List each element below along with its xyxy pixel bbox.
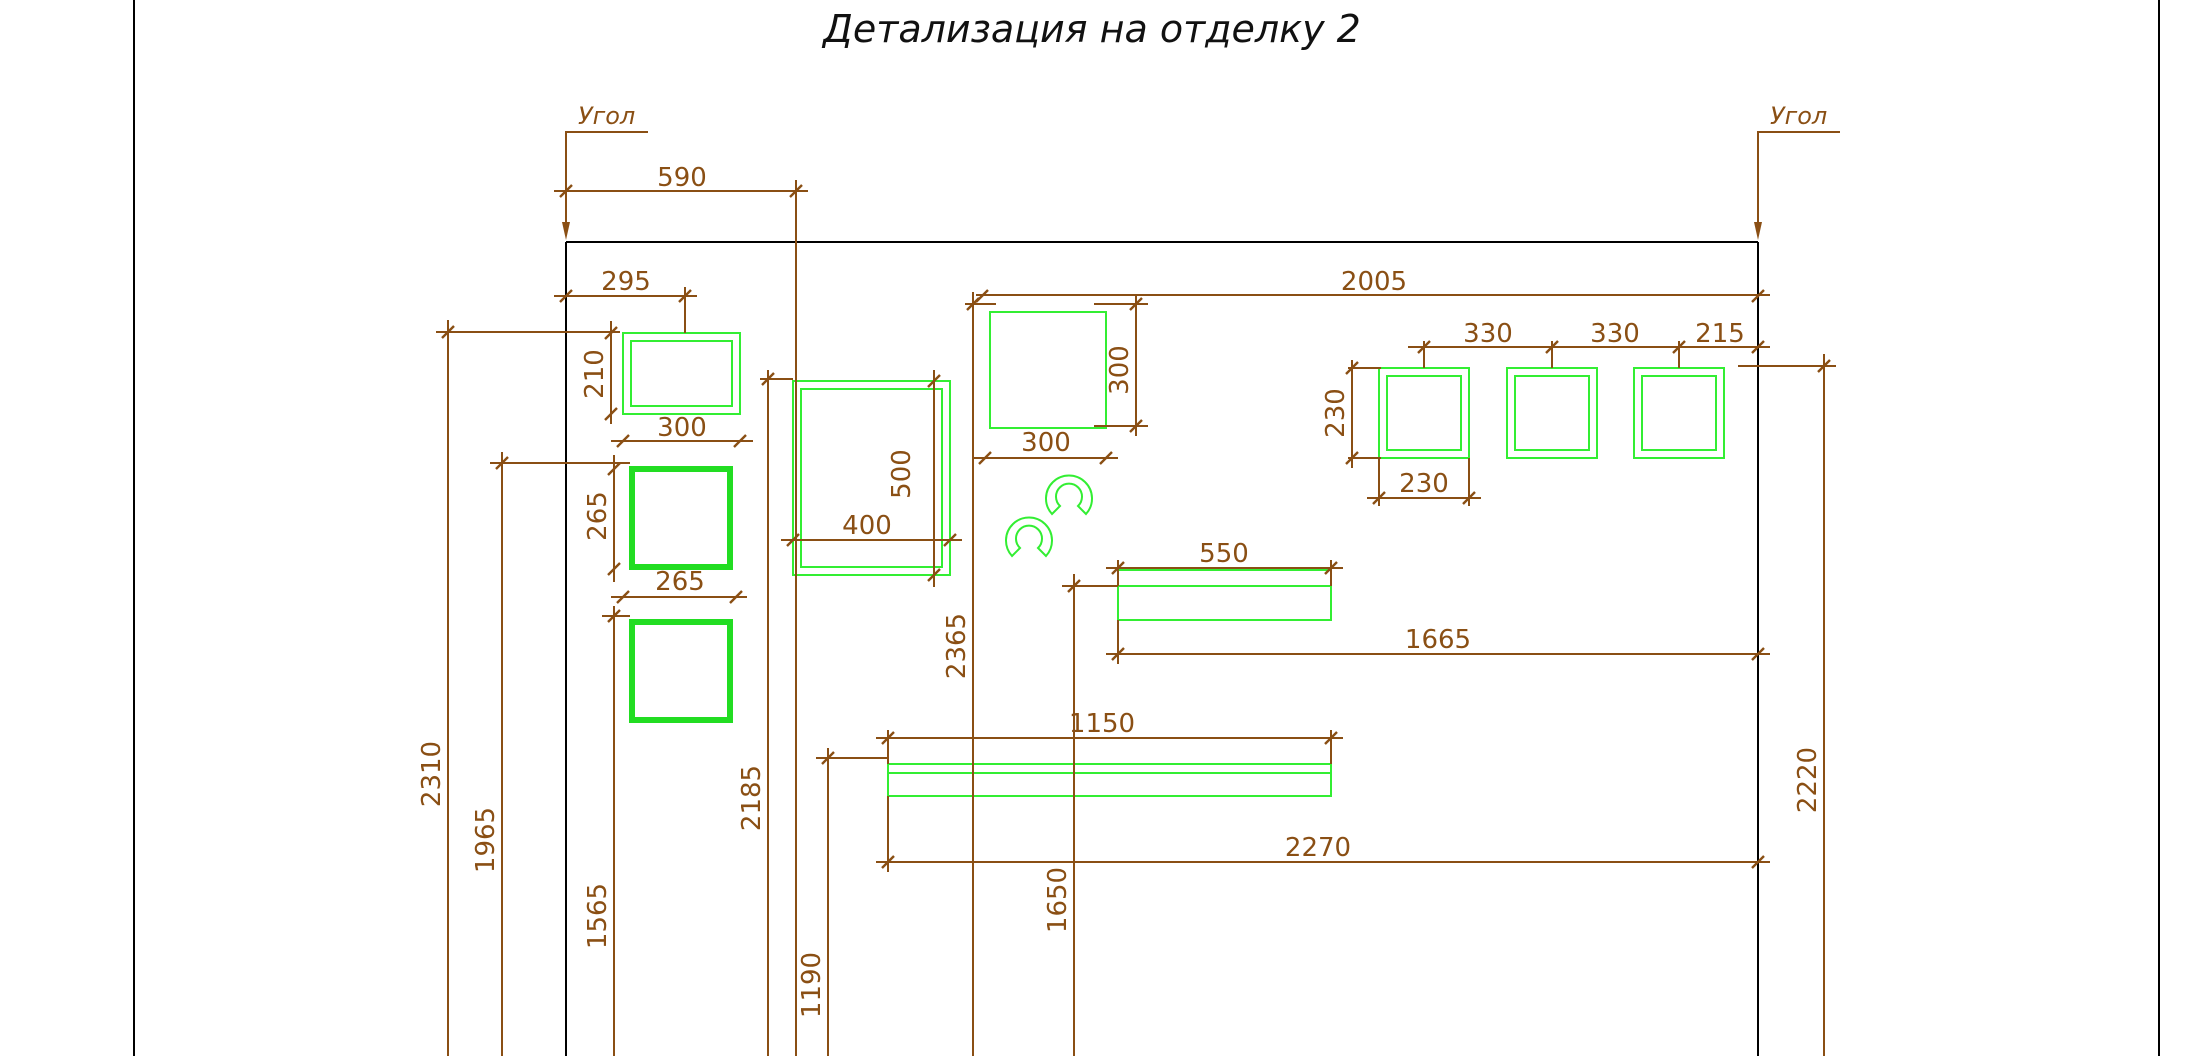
svg-text:590: 590 <box>657 163 707 193</box>
dim-1650: 1650 <box>1043 574 1118 1056</box>
svg-text:265: 265 <box>583 491 613 541</box>
svg-text:1565: 1565 <box>583 883 613 949</box>
svg-text:300: 300 <box>1021 428 1071 458</box>
dim-1665: 1665 <box>1106 620 1770 664</box>
corner-label-left: Угол <box>578 102 635 130</box>
svg-text:1665: 1665 <box>1405 625 1471 655</box>
svg-text:2365: 2365 <box>942 613 972 679</box>
svg-text:2220: 2220 <box>1793 747 1823 813</box>
svg-text:2005: 2005 <box>1341 267 1407 297</box>
horseshoe-icon <box>1005 474 1093 558</box>
corner-leader-right: Угол <box>1754 102 1840 240</box>
dim-400: 400 <box>781 511 962 547</box>
picture-frame-bold-1 <box>629 466 733 570</box>
dim-2185: 2185 <box>737 370 793 1056</box>
svg-text:1150: 1150 <box>1069 709 1135 739</box>
svg-text:230: 230 <box>1399 469 1449 499</box>
small-frame-2 <box>1506 367 1598 459</box>
dim-550: 550 <box>1106 539 1343 586</box>
small-frame-3 <box>1633 367 1725 459</box>
dim-265-horizontal: 265 <box>611 567 747 604</box>
dim-1150: 1150 <box>876 709 1343 764</box>
picture-frame-square <box>989 311 1107 429</box>
dim-230-vertical: 230 <box>1321 360 1381 468</box>
dim-2220: 2220 <box>1738 354 1836 1056</box>
dim-265-vertical: 265 <box>583 455 621 582</box>
dim-300-square-vertical: 300 <box>1094 296 1148 436</box>
dim-chain-330-330-215: 330 330 215 <box>1408 319 1770 368</box>
shelf-1 <box>1117 569 1332 621</box>
dim-1190: 1190 <box>797 748 888 1056</box>
svg-text:265: 265 <box>655 567 705 597</box>
svg-text:2270: 2270 <box>1285 833 1351 863</box>
svg-text:1650: 1650 <box>1043 867 1073 933</box>
dim-300-square-horizontal: 300 <box>973 428 1118 465</box>
corner-label-right: Угол <box>1770 102 1827 130</box>
svg-text:400: 400 <box>842 511 892 541</box>
dim-500: 500 <box>887 370 941 587</box>
dim-1565: 1565 <box>583 606 630 1056</box>
dim-590: 590 <box>554 163 808 1056</box>
dim-300-frame1: 300 <box>611 413 753 448</box>
dim-2005: 2005 <box>975 267 1770 303</box>
svg-text:550: 550 <box>1199 539 1249 569</box>
svg-text:2310: 2310 <box>417 741 447 807</box>
picture-frame-1 <box>622 332 741 415</box>
svg-text:1965: 1965 <box>471 807 501 873</box>
shelf-2 <box>887 763 1332 797</box>
dim-2270: 2270 <box>876 796 1770 872</box>
svg-text:215: 215 <box>1695 319 1745 349</box>
picture-frame-large <box>792 380 951 576</box>
dim-210: 210 <box>580 321 618 424</box>
svg-text:2185: 2185 <box>737 765 767 831</box>
corner-leader-left: Угол <box>562 102 648 240</box>
svg-text:295: 295 <box>601 267 651 297</box>
dim-2310: 2310 <box>417 320 620 1056</box>
dim-1965: 1965 <box>471 452 630 1056</box>
page-title: Детализация на отделку 2 <box>821 7 1361 51</box>
picture-frame-bold-2 <box>629 619 733 723</box>
small-frame-1 <box>1378 367 1470 459</box>
svg-text:300: 300 <box>1105 345 1135 395</box>
svg-text:230: 230 <box>1321 388 1351 438</box>
svg-text:500: 500 <box>887 449 917 499</box>
dim-295: 295 <box>554 267 697 333</box>
dim-2365: 2365 <box>942 292 996 1056</box>
svg-text:330: 330 <box>1463 319 1513 349</box>
dim-230-horizontal: 230 <box>1367 458 1481 506</box>
svg-text:1190: 1190 <box>797 952 827 1018</box>
svg-text:210: 210 <box>580 349 610 399</box>
svg-text:300: 300 <box>657 413 707 443</box>
svg-text:330: 330 <box>1590 319 1640 349</box>
